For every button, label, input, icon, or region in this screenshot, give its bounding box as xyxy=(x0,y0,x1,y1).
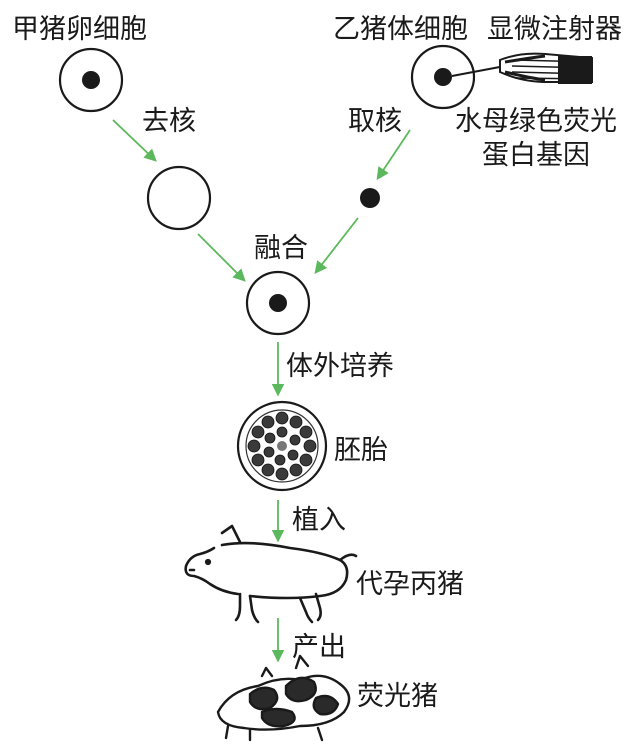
arrow-enucleated-to-fused xyxy=(198,234,244,280)
somatic-cell xyxy=(412,46,474,108)
arrow-cell-to-nucleus xyxy=(378,130,410,178)
enucleated-egg xyxy=(148,167,210,229)
arrow-nucleus-to-fused xyxy=(316,218,358,272)
embryo xyxy=(238,402,326,490)
extracted-nucleus xyxy=(360,188,380,208)
fluorescent-piglets xyxy=(218,656,349,740)
egg-cell xyxy=(60,49,122,111)
arrow-egg-to-enucleated xyxy=(113,120,155,160)
surrogate-pig xyxy=(186,526,356,622)
fused-cell xyxy=(247,272,309,334)
